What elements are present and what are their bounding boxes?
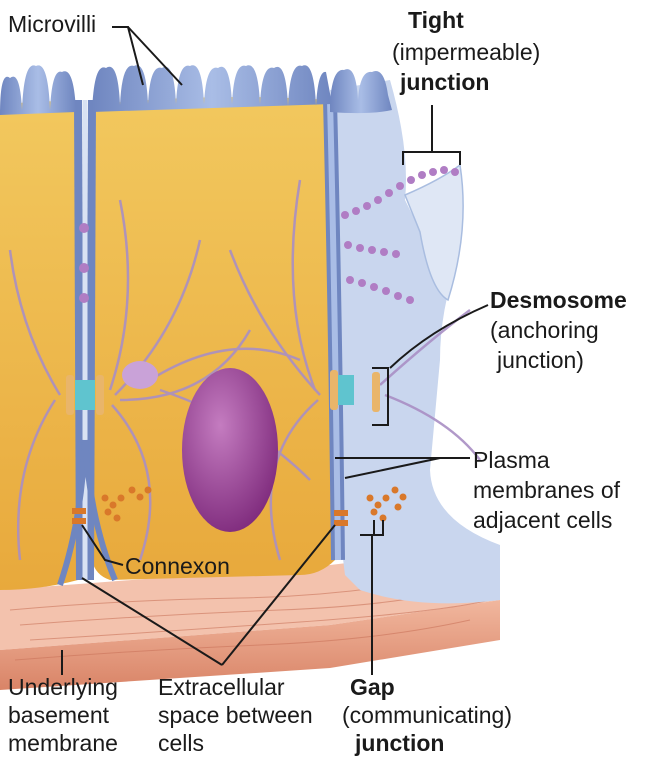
desmosome-title: Desmosome (490, 288, 627, 313)
nucleus (182, 368, 278, 532)
epithelial-cells (0, 97, 338, 590)
extracellular-label-line2: space between (158, 703, 313, 728)
plasma-label-line3: adjacent cells (473, 508, 612, 533)
plasma-label-line2: membranes of (473, 478, 620, 503)
underlying-label-line2: basement (8, 703, 109, 728)
extracellular-label-line3: cells (158, 731, 204, 756)
microvilli-fringe (0, 65, 392, 115)
tight-junction-kind: junction (400, 70, 489, 95)
connexon-label: Connexon (125, 554, 230, 579)
microvilli-label: Microvilli (8, 12, 96, 37)
plasma-label-line1: Plasma (473, 448, 550, 473)
tight-junction-title: Tight (408, 8, 464, 33)
underlying-label-line1: Underlying (8, 675, 118, 700)
gap-junction-kind: junction (355, 731, 444, 756)
gap-junction-desc: (communicating) (342, 703, 512, 728)
desmosome-desc-line1: (anchoring (490, 318, 599, 343)
underlying-label-line3: membrane (8, 731, 118, 756)
gap-junction-title: Gap (350, 675, 395, 700)
tight-junction-desc: (impermeable) (392, 40, 540, 65)
extracellular-label-line1: Extracellular (158, 675, 285, 700)
desmosome-desc-line2: junction) (497, 348, 584, 373)
